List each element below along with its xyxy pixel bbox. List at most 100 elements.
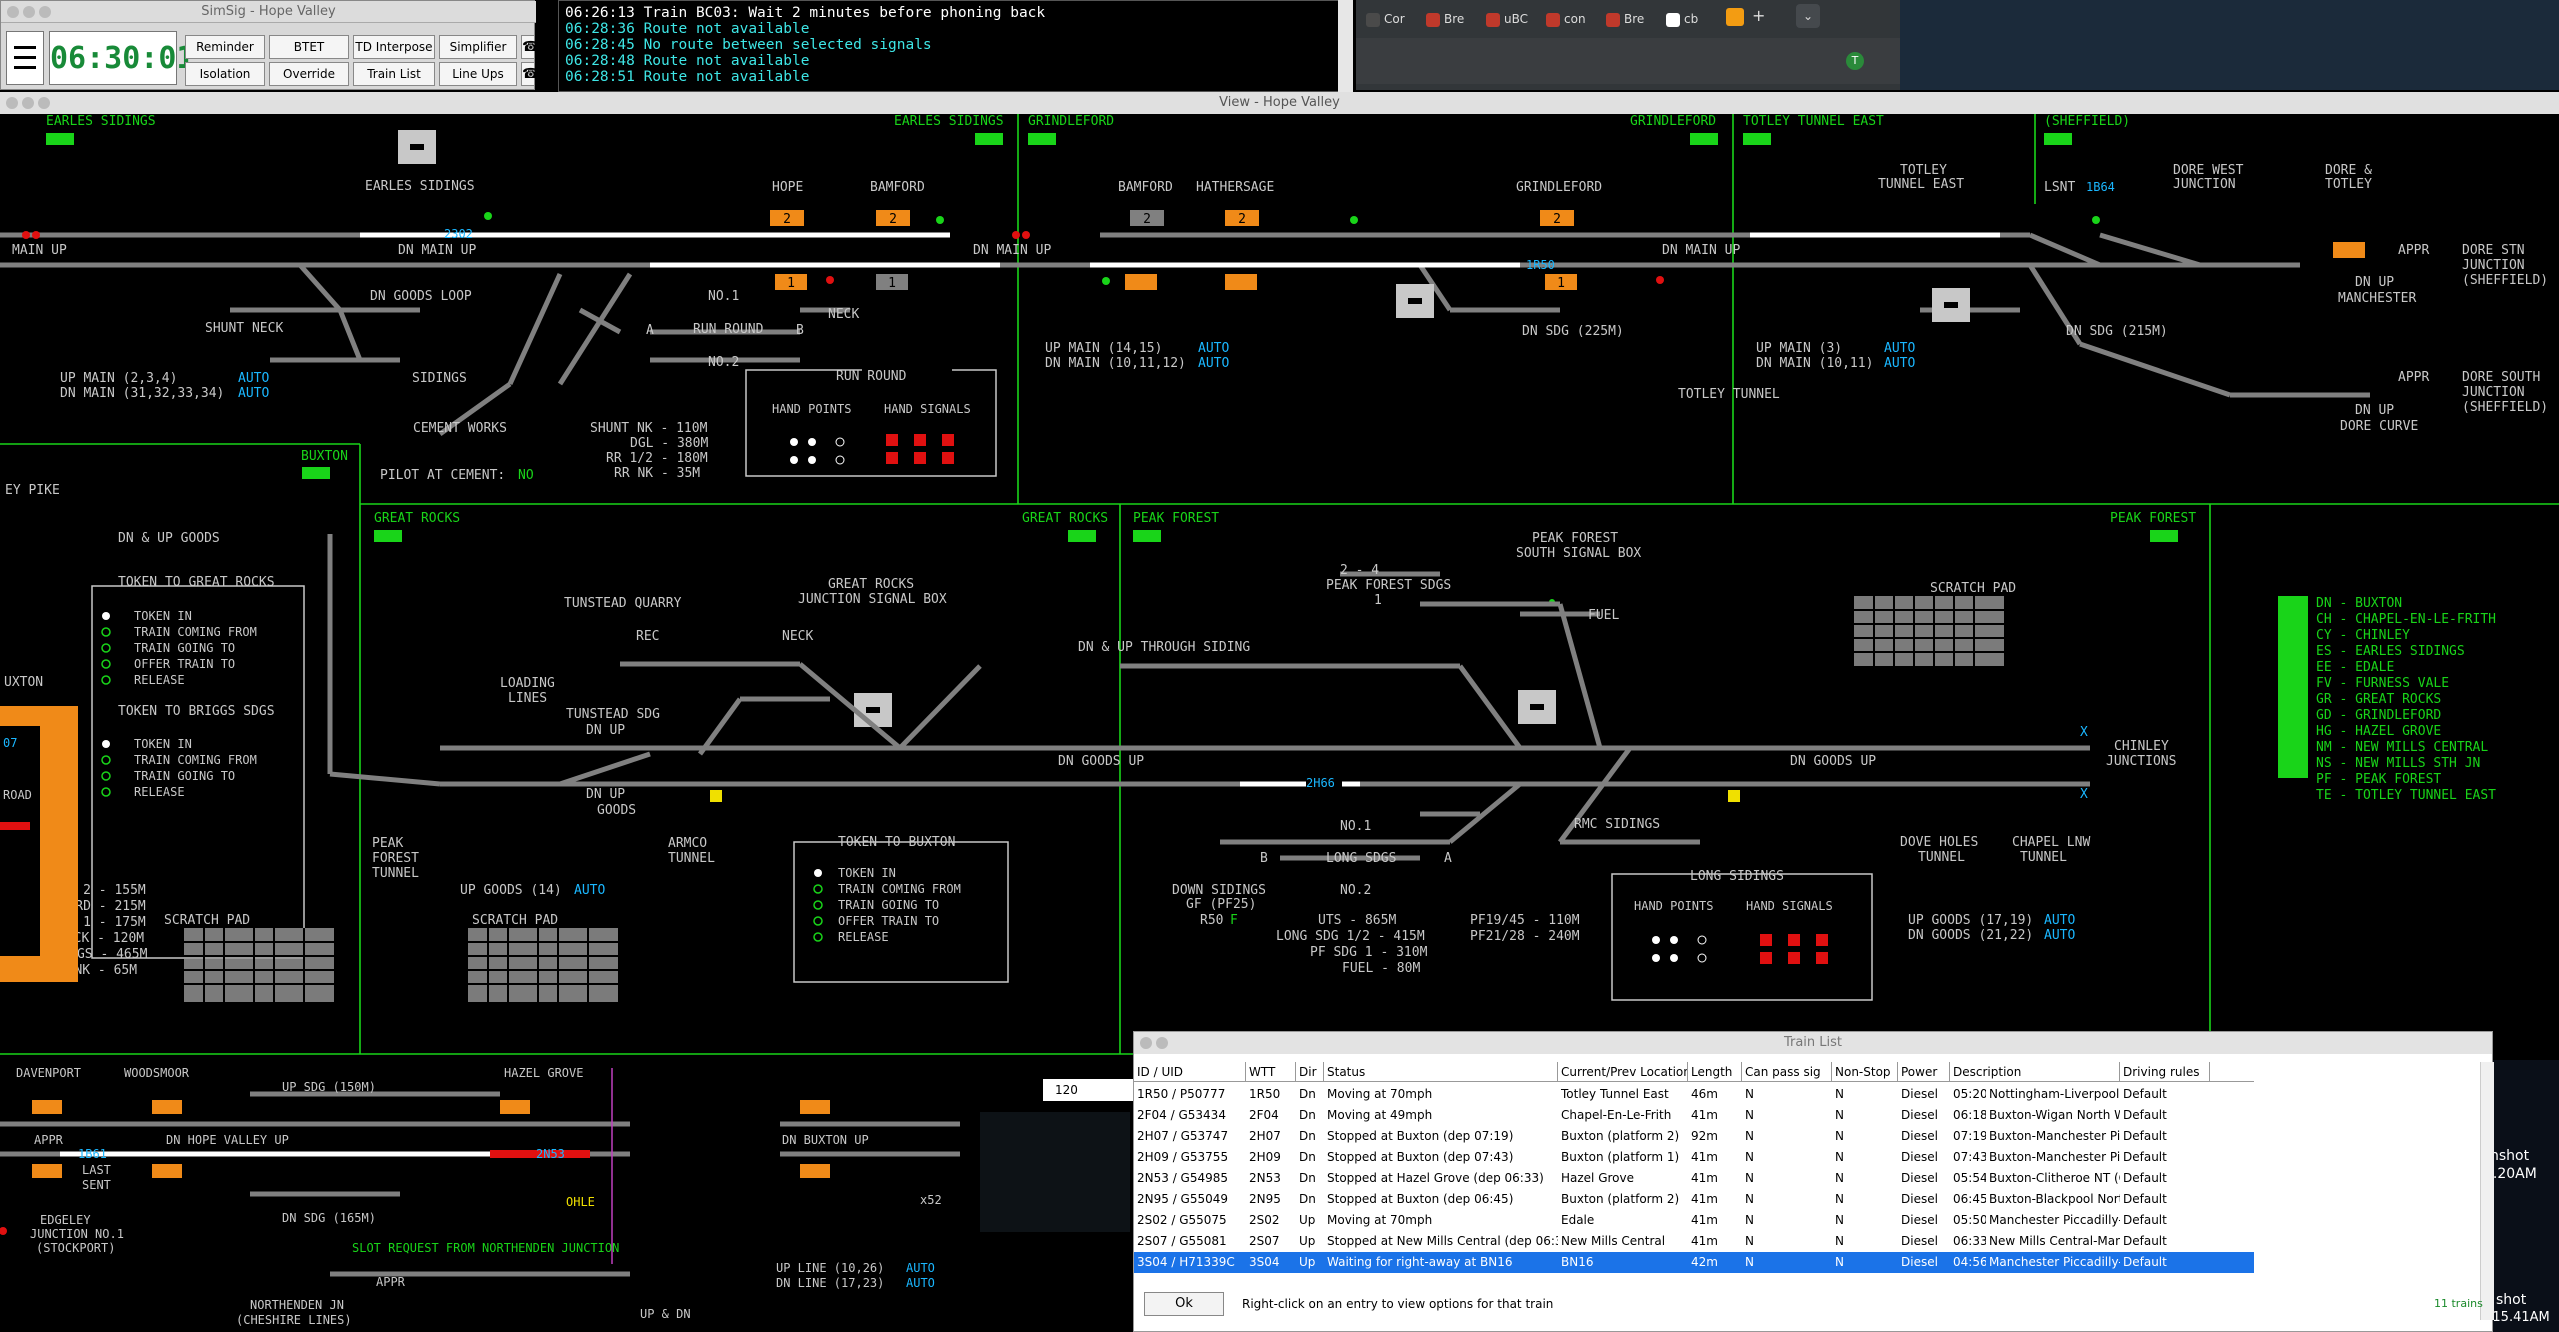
window-zoom-dot[interactable] [39, 6, 51, 18]
sim-clock[interactable]: 06:30:01 [49, 31, 195, 85]
message-line: 06:28:36 Route not available [565, 21, 810, 37]
buxton-red-signal[interactable] [0, 822, 30, 830]
ohle-indicator[interactable]: OHLE [566, 1195, 595, 1209]
run-round-title-bg [862, 364, 952, 378]
browser-tab[interactable]: Cor [1360, 4, 1420, 34]
desktop-file-label[interactable]: nshot [2490, 1148, 2530, 1164]
column-header[interactable]: Power [1898, 1062, 1950, 1082]
column-header[interactable]: Can pass sig [1742, 1062, 1832, 1082]
column-header[interactable]: Driving rules [2120, 1062, 2210, 1082]
td-interpose-button[interactable]: TD Interpose [353, 35, 435, 59]
column-header[interactable]: Length [1688, 1062, 1742, 1082]
panel-canvas[interactable]: EARLES SIDINGS EARLES SIDINGS GRINDLEFOR… [0, 114, 2559, 1332]
fuel-status[interactable]: F [1230, 913, 1238, 928]
empty-berths[interactable] [876, 210, 1164, 290]
column-header[interactable]: Current/Prev Location [1558, 1062, 1688, 1082]
train-berths[interactable] [770, 210, 2365, 290]
yellow-markers[interactable] [710, 790, 1740, 802]
column-header[interactable]: ID / UID [1134, 1062, 1246, 1082]
column-header[interactable]: Status [1324, 1062, 1558, 1082]
pilot-value[interactable]: NO [518, 468, 534, 483]
phone-icon[interactable]: ☎ [521, 35, 539, 59]
browser-tab[interactable]: Bre [1420, 4, 1480, 34]
reminder-button[interactable]: Reminder [185, 35, 265, 59]
tab-list-icon[interactable]: ⌄ [1796, 4, 1820, 28]
auto-labels-middle[interactable]: AUTO AUTO AUTO X X [574, 725, 2088, 943]
hand-point-buttons-off[interactable] [1697, 935, 1707, 963]
hand-signal-buttons[interactable] [1760, 934, 1828, 964]
browser-tab[interactable]: con [1540, 4, 1600, 34]
train-list-scrollbar[interactable] [2480, 1062, 2494, 1320]
auto-labels-bottom[interactable]: AUTO AUTO [906, 1261, 935, 1290]
track-occupied-red[interactable] [490, 1150, 590, 1158]
simplifier-button[interactable]: Simplifier [439, 35, 517, 59]
column-header[interactable]: WTT [1246, 1062, 1296, 1082]
train-cell: 06:18 [1953, 1108, 1986, 1122]
hand-point-buttons[interactable] [790, 438, 816, 464]
train-list-minimize-dot[interactable] [1156, 1037, 1168, 1049]
isolation-button[interactable]: Isolation [185, 62, 265, 86]
berth-number-grindleford: 2 [1553, 212, 1561, 227]
view-minimize-dot[interactable] [22, 97, 34, 109]
desktop-file-label[interactable]: 0.15.41AM [2480, 1310, 2550, 1325]
ok-button[interactable]: Ok [1144, 1292, 1224, 1316]
browser-tab[interactable]: cb [1660, 4, 1720, 34]
override-button[interactable]: Override [269, 62, 349, 86]
token-items[interactable]: TOKEN IN TRAIN COMING FROM TRAIN GOING T… [134, 609, 961, 944]
train-cell: Up [1299, 1234, 1316, 1248]
headcode-2n53[interactable]: 2N53 [536, 1147, 565, 1161]
train-list-button[interactable]: Train List [353, 62, 435, 86]
auto-labels[interactable]: AUTO AUTO AUTO AUTO AUTO AUTO [238, 341, 1915, 401]
line-ups-button[interactable]: Line Ups [439, 62, 517, 86]
panel-thumbnail[interactable] [980, 1112, 1130, 1232]
train-list-close-dot[interactable] [1140, 1037, 1152, 1049]
column-header[interactable]: Description [1950, 1062, 2120, 1082]
headcode-07[interactable]: 07 [3, 736, 17, 750]
hand-signal-buttons[interactable] [886, 434, 954, 464]
hand-point-buttons[interactable] [1652, 936, 1678, 962]
main-menu-button[interactable] [6, 31, 44, 85]
desktop-file-label[interactable]: 1.20AM [2484, 1166, 2537, 1182]
signal-aspects-green[interactable] [484, 212, 2100, 605]
token-lights-off[interactable] [101, 627, 823, 942]
window-close-dot[interactable] [7, 6, 19, 18]
signal-aspects-red[interactable] [0, 231, 1664, 1235]
browser-tab[interactable]: Bre [1600, 4, 1660, 34]
view-zoom-dot[interactable] [38, 97, 50, 109]
view-close-dot[interactable] [6, 97, 18, 109]
berth-number-bamford-grey: 2 [1143, 212, 1151, 227]
column-header[interactable]: Dir [1296, 1062, 1324, 1082]
btet-button[interactable]: BTET [269, 35, 349, 59]
hand-point-buttons-off[interactable] [835, 437, 845, 465]
headcode-1b61[interactable]: 1B61 [78, 1147, 107, 1161]
window-minimize-dot[interactable] [23, 6, 35, 18]
legend-item: TE - TOTLEY TUNNEL EAST [2316, 788, 2496, 803]
profile-avatar[interactable]: T [1846, 52, 1864, 70]
train-berths-bottom[interactable] [32, 1100, 830, 1178]
desktop-file-label[interactable]: shot [2496, 1292, 2527, 1308]
scratch-pad-cells[interactable] [184, 596, 2004, 1002]
message-log[interactable]: 06:26:13 Train BC03: Wait 2 minutes befo… [558, 0, 1353, 92]
tab-favicon-icon[interactable] [1726, 8, 1744, 26]
browser-tab[interactable]: uBC [1480, 4, 1540, 34]
train-list-window[interactable]: Train List ID / UID WTT Dir Status Curre… [1133, 1031, 2494, 1332]
address-bar[interactable] [1356, 38, 1916, 84]
headcode-2h66[interactable]: 2H66 [1306, 776, 1335, 790]
column-header[interactable]: Non-Stop [1832, 1062, 1898, 1082]
slot-request-label[interactable]: SLOT REQUEST FROM NORTHENDEN JUNCTION [352, 1241, 619, 1255]
new-tab-icon[interactable]: + [1752, 6, 1766, 25]
message-log-scrollbar[interactable] [1338, 0, 1353, 92]
token-lights-on[interactable] [102, 612, 822, 877]
zoom-input[interactable]: 120 [1043, 1079, 1133, 1101]
phone-book-icon[interactable]: ☎ [521, 62, 539, 86]
